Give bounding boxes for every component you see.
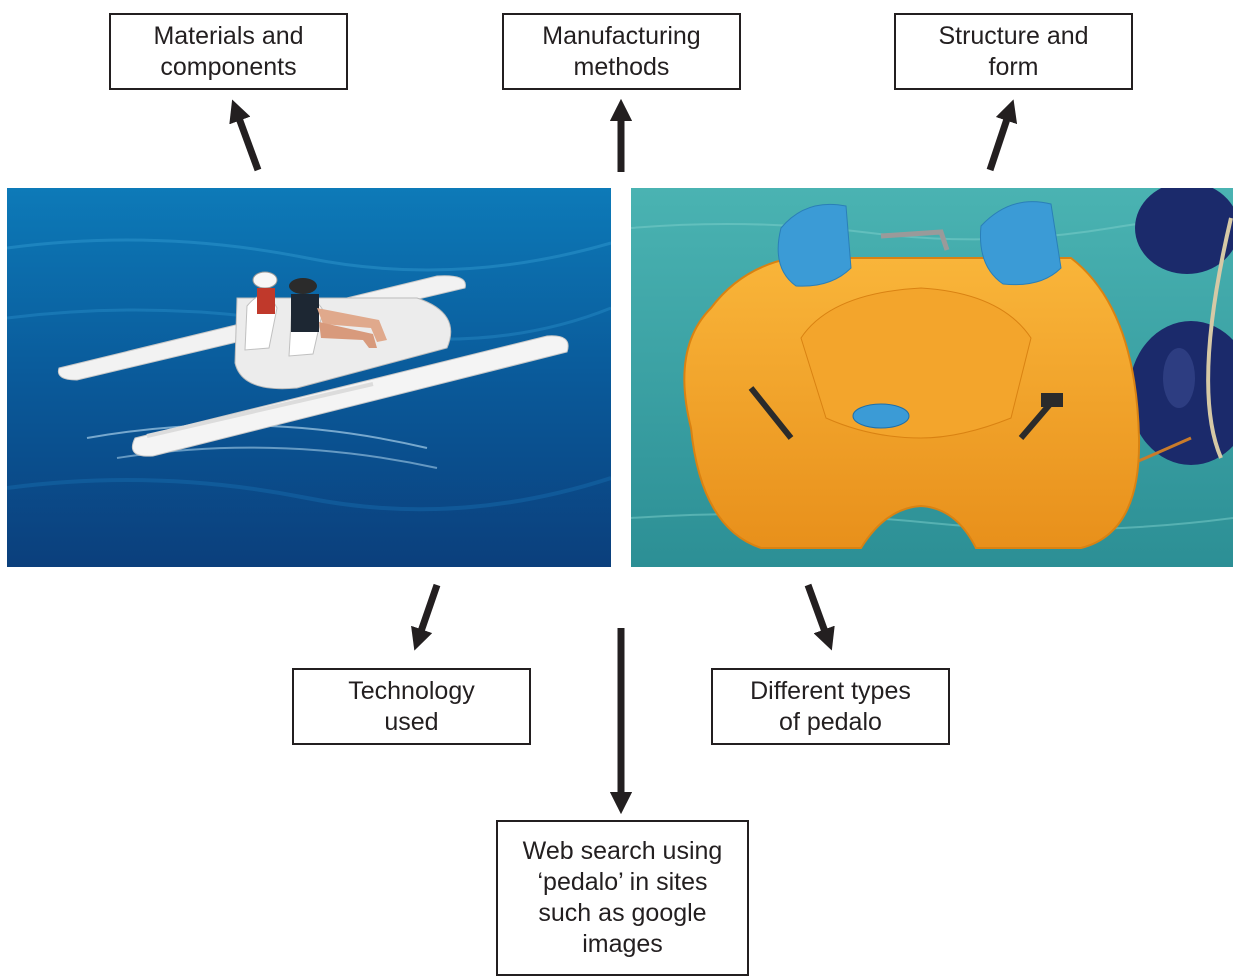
types-box: Different types of pedalo [711,668,950,745]
arrow-to-types [804,583,835,651]
arrow-to-structure [986,99,1018,172]
technology-box: Technology used [292,668,531,745]
manufacturing-box: Manufacturing methods [502,13,741,90]
web-search-box: Web search using ‘pedalo’ in sites such … [496,820,749,976]
materials-box: Materials and components [109,13,348,90]
orange-pedalo-photo [631,188,1233,567]
structure-box: Structure and form [894,13,1133,90]
white-pedalo-photo [7,188,611,567]
arrow-to-technology [411,583,441,651]
arrow-to-materials [229,99,262,172]
